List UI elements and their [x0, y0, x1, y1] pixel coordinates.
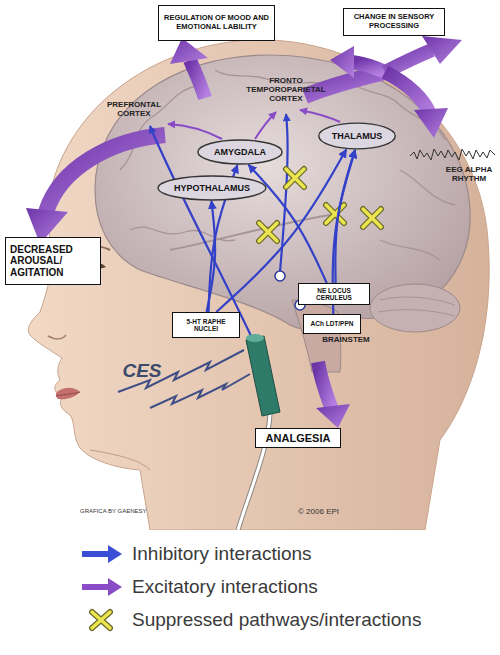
lip-line: [56, 392, 80, 396]
node-text: 5-HT RAPHE NUCLEI: [177, 318, 235, 333]
label-box: CHANGE IN SENSORY PROCESSING: [343, 8, 445, 36]
label-box: ACh LDT/PPN: [303, 314, 361, 334]
legend-row: Inhibitory interactions: [80, 541, 312, 567]
arrow-shaft: [82, 551, 110, 557]
x-mark: [363, 209, 381, 227]
ellipse-shape: [198, 140, 282, 164]
node-text: ACh LDT/PPN: [311, 320, 354, 327]
ellipse-shape: [319, 123, 395, 149]
node-text: CHANGE IN SENSORY PROCESSING: [348, 13, 440, 30]
nucleus-dot: [275, 271, 285, 281]
brain-region-ellipse: THALAMUS: [318, 122, 396, 150]
arrow-head: [108, 545, 122, 563]
inhibitory-line: [280, 114, 288, 272]
nostril: [48, 335, 66, 339]
cerebellum: [370, 284, 460, 332]
lips: [56, 388, 80, 399]
arrow-shaft: [46, 135, 165, 212]
arrow-head: [108, 578, 122, 596]
suppressed-x: [286, 169, 304, 187]
label-box: NE LOCUS CERULEUS: [298, 283, 370, 305]
eeg-wave: [410, 149, 495, 160]
arrow-shaft: [352, 62, 385, 72]
arrow-shaft: [318, 362, 332, 410]
legend-row: Suppressed pathways/interactions: [80, 607, 421, 633]
arrow-head: [414, 108, 448, 138]
label-box: REGULATION OF MOOD AND EMOTIONAL LABILIT…: [158, 5, 275, 41]
x-mark: [286, 169, 304, 187]
arrow-shaft: [82, 584, 110, 590]
excitatory-arrow: [170, 38, 208, 98]
legend-sample: [80, 607, 124, 633]
thin-arrow: [168, 124, 222, 139]
x-outline: [326, 205, 344, 223]
x-mark: [92, 612, 110, 628]
region-label: CES: [112, 360, 172, 382]
node-text: NE LOCUS CERULEUS: [303, 287, 365, 302]
brain-region-ellipse: AMYGDALA: [197, 139, 283, 165]
legend-text: Inhibitory interactions: [132, 543, 312, 565]
arrow-head: [170, 38, 208, 64]
jaw-line: [90, 450, 150, 470]
node-text: DECREASED AROUSAL/ AGITATION: [10, 244, 96, 279]
arrow-head: [422, 36, 462, 64]
node-text: AMYGDALA: [214, 147, 266, 157]
inhibitory-connector: [207, 201, 216, 312]
x-outline: [92, 612, 110, 628]
x-outline: [259, 223, 277, 241]
suppressed-x: [326, 205, 344, 223]
node-text: ANALGESIA: [266, 432, 331, 445]
gyrus: [380, 240, 440, 260]
excitatory-arrow: [26, 135, 165, 244]
label-box: ANALGESIA: [255, 428, 341, 448]
legend-text: Suppressed pathways/interactions: [132, 609, 421, 631]
thin-arrow: [255, 112, 276, 139]
excitatory-arrow: [316, 362, 350, 428]
region-label: EEG ALPHA RHYTHM: [440, 165, 498, 183]
region-label: PREFRONTAL CORTEX: [98, 100, 170, 118]
inhibitory-lines: [150, 114, 288, 338]
gyrus: [400, 170, 455, 205]
brain-region-ellipse: HYPOTHALAMUS: [157, 175, 267, 201]
electrode-tip: [246, 334, 264, 342]
x-mark: [326, 205, 344, 223]
region-label: © 2006 EPI: [298, 507, 378, 516]
electrode: [246, 336, 280, 416]
suppressed-x: [259, 223, 277, 241]
suppressed-marks: [259, 169, 381, 241]
x-outline: [363, 209, 381, 227]
legend-text: Excitatory interactions: [132, 576, 318, 598]
legend-sample: [80, 574, 124, 600]
region-label: GRAFICA BY GAENESY: [80, 508, 200, 515]
label-box: DECREASED AROUSAL/ AGITATION: [5, 237, 101, 285]
thin-arrow: [300, 110, 340, 122]
arrow-shaft: [190, 60, 205, 98]
arrow-head: [316, 404, 350, 428]
arrow-head: [330, 46, 354, 78]
node-text: THALAMUS: [332, 131, 383, 141]
bolt: [150, 374, 250, 408]
node-text: REGULATION OF MOOD AND EMOTIONAL LABILIT…: [163, 14, 270, 31]
label-box: 5-HT RAPHE NUCLEI: [172, 312, 240, 338]
inhibitory-connector: [335, 150, 355, 283]
cerebellum-folds: [378, 297, 455, 316]
region-label: BRAINSTEM: [310, 335, 382, 344]
arrow-shaft: [385, 72, 430, 114]
legend-row: Excitatory interactions: [80, 574, 318, 600]
excitatory-arrow: [305, 36, 462, 138]
suppressed-x: [363, 209, 381, 227]
thin-excitatory-arrows: [168, 110, 340, 139]
x-mark: [259, 223, 277, 241]
x-outline: [286, 169, 304, 187]
ellipse-shape: [158, 176, 266, 200]
legend-sample: [80, 541, 124, 567]
region-label: FRONTO TEMPOROPARIETAL CORTEX: [238, 76, 334, 104]
node-text: HYPOTHALAMUS: [174, 183, 250, 193]
